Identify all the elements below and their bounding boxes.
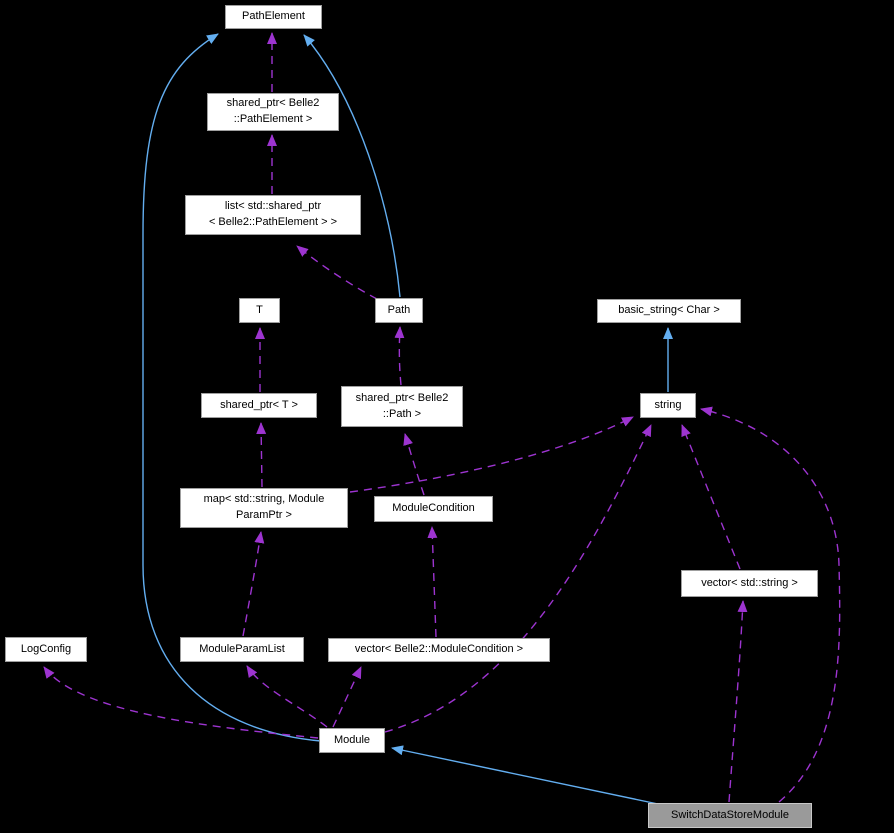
- edge-path-inherits-pathelement: [303, 34, 401, 298]
- node-path[interactable]: Path: [375, 298, 423, 323]
- edge-module-uses-moduleparamlist: [246, 665, 328, 728]
- edge-module-uses-logconfig: [43, 666, 319, 739]
- node-label: vector< std::string >: [701, 576, 798, 589]
- edge-switchdatastoremodule-uses-string: [700, 406, 841, 803]
- edge-moduleparamlist-uses-map: [242, 531, 265, 637]
- node-label: shared_ptr< Belle2 ::PathElement >: [226, 97, 320, 125]
- node-map-string-moduleparamptr[interactable]: map< std::string, Module ParamPtr >: [180, 488, 348, 528]
- edge-switchdatastoremodule-inherits-module: [391, 745, 659, 805]
- edge-module-uses-vector-modulecondition: [332, 666, 362, 728]
- node-label: T: [256, 303, 263, 316]
- edge-map-uses-sharedptr-t: [256, 422, 267, 488]
- node-label: ModuleParamList: [199, 642, 285, 655]
- node-vector-std-string[interactable]: vector< std::string >: [681, 570, 818, 597]
- node-label: PathElement: [242, 10, 305, 23]
- node-label: list< std::shared_ptr < Belle2::PathElem…: [208, 200, 338, 228]
- node-label: shared_ptr< T >: [220, 398, 298, 411]
- edge-vector-modulecondition-uses-modulecondition: [427, 526, 438, 638]
- node-label: basic_string< Char >: [618, 304, 720, 317]
- node-label: map< std::string, Module ParamPtr >: [203, 493, 325, 521]
- node-label: string: [654, 398, 682, 411]
- node-string[interactable]: string: [640, 393, 696, 418]
- node-label: SwitchDataStoreModule: [670, 808, 789, 821]
- node-label: shared_ptr< Belle2 ::Path >: [355, 391, 449, 420]
- edge-sharedptr-path-uses-path: [394, 326, 405, 386]
- node-label: Module: [333, 733, 371, 746]
- node-label: LogConfig: [20, 642, 72, 655]
- node-label: Path: [387, 303, 411, 316]
- node-vector-belle2-modulecondition[interactable]: vector< Belle2::ModuleCondition >: [328, 638, 550, 662]
- node-switchdatastoremodule[interactable]: SwitchDataStoreModule: [648, 803, 812, 828]
- node-module[interactable]: Module: [319, 728, 385, 753]
- node-modulecondition[interactable]: ModuleCondition: [374, 496, 493, 522]
- node-shared-ptr-path[interactable]: shared_ptr< Belle2 ::Path >: [341, 386, 463, 427]
- edge-modulecondition-uses-sharedptr-path: [403, 433, 425, 496]
- edge-module-inherits-pathelement: [142, 33, 322, 742]
- edge-path-uses-list: [296, 245, 378, 300]
- node-basic-string-char[interactable]: basic_string< Char >: [597, 299, 741, 323]
- node-pathelement[interactable]: PathElement: [225, 5, 322, 29]
- edge-module-uses-string: [384, 424, 652, 733]
- node-t[interactable]: T: [239, 298, 280, 323]
- node-logconfig[interactable]: LogConfig: [5, 637, 87, 662]
- edge-vector-string-uses-string: [681, 424, 741, 570]
- edge-map-uses-string: [349, 416, 634, 493]
- node-shared-ptr-pathelement[interactable]: shared_ptr< Belle2 ::PathElement >: [207, 93, 339, 131]
- node-moduleparamlist[interactable]: ModuleParamList: [180, 637, 304, 662]
- node-shared-ptr-t[interactable]: shared_ptr< T >: [201, 393, 317, 418]
- node-list-shared-ptr-pathelement[interactable]: list< std::shared_ptr < Belle2::PathElem…: [185, 195, 361, 235]
- node-label: ModuleCondition: [392, 502, 475, 515]
- node-label: vector< Belle2::ModuleCondition >: [354, 643, 524, 656]
- edge-switchdatastoremodule-uses-vector-string: [728, 600, 748, 803]
